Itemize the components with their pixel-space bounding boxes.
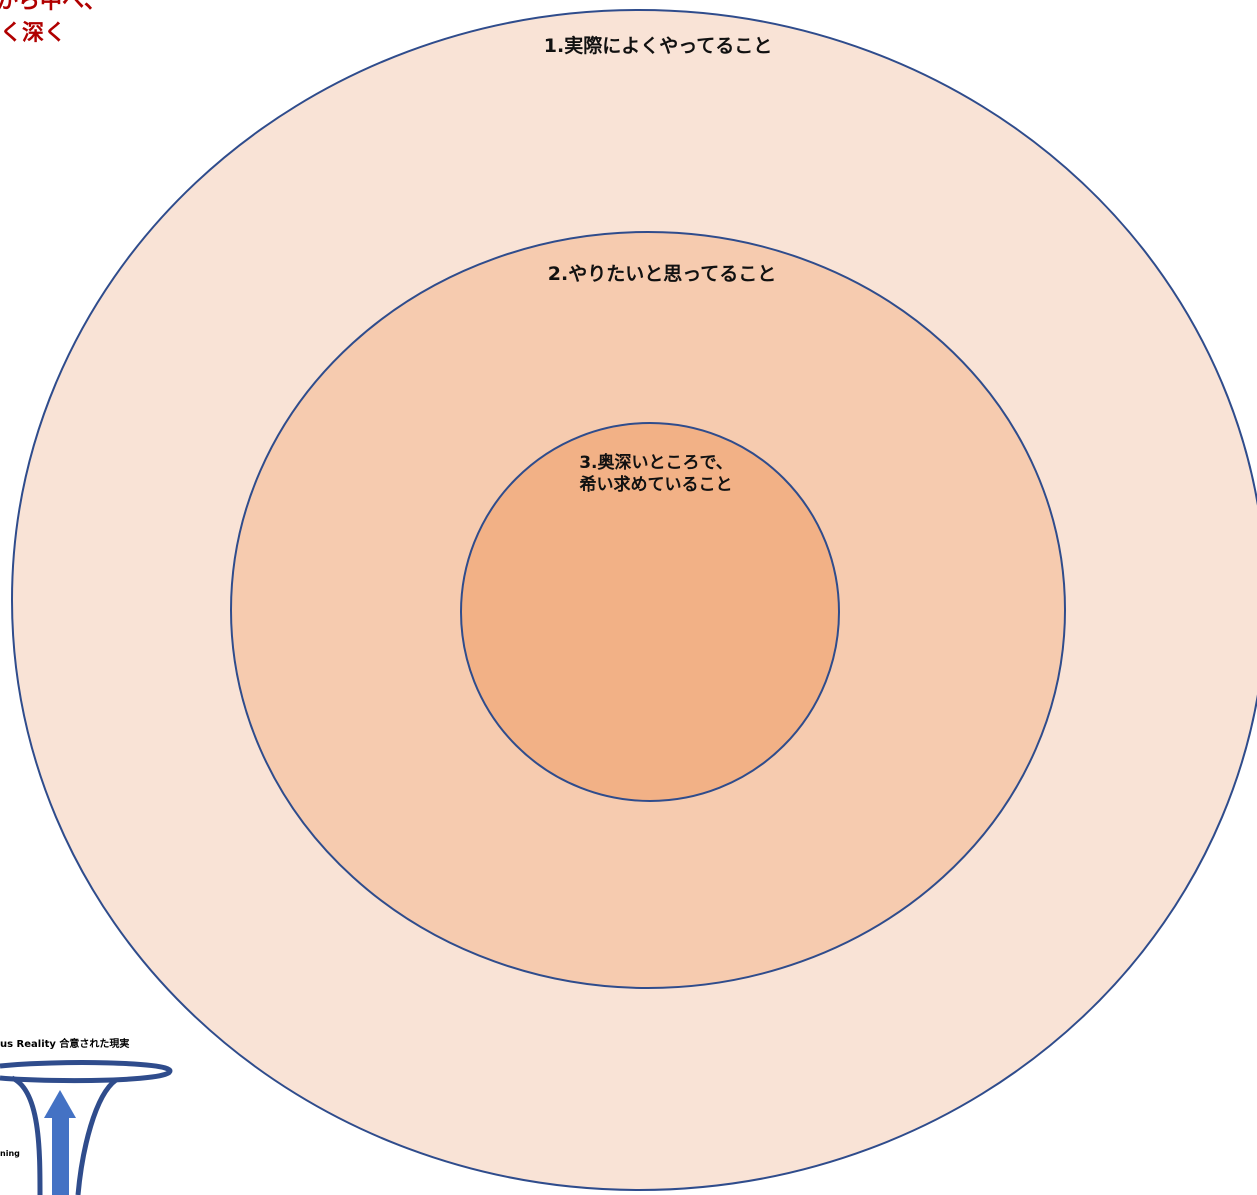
- funnel-right-curve: [75, 1077, 118, 1195]
- funnel-top-label: us Reality 合意された現実: [0, 1037, 129, 1050]
- inner-ring-label-line1: 3.奥深いところで、: [579, 452, 733, 473]
- outer-ring-label: 1.実際によくやってること: [544, 34, 773, 57]
- corner-note-line1: から中へ、: [0, 0, 107, 14]
- funnel-illustration: us Reality 合意された現実 ning: [0, 1037, 173, 1195]
- up-arrow-icon: [44, 1090, 76, 1118]
- funnel-left-curve: [10, 1075, 43, 1195]
- corner-note-line2: く深く: [0, 21, 67, 46]
- up-arrow-shaft: [52, 1114, 69, 1195]
- inner-ring-label-line2: 希い求めていること: [580, 474, 733, 495]
- funnel-side-label: ning: [0, 1149, 20, 1158]
- inner-ring: [460, 422, 840, 802]
- middle-ring-label: 2.やりたいと思ってること: [548, 263, 777, 285]
- corner-note: から中へ、 く深く: [0, 0, 106, 50]
- funnel-rim: [0, 1060, 173, 1084]
